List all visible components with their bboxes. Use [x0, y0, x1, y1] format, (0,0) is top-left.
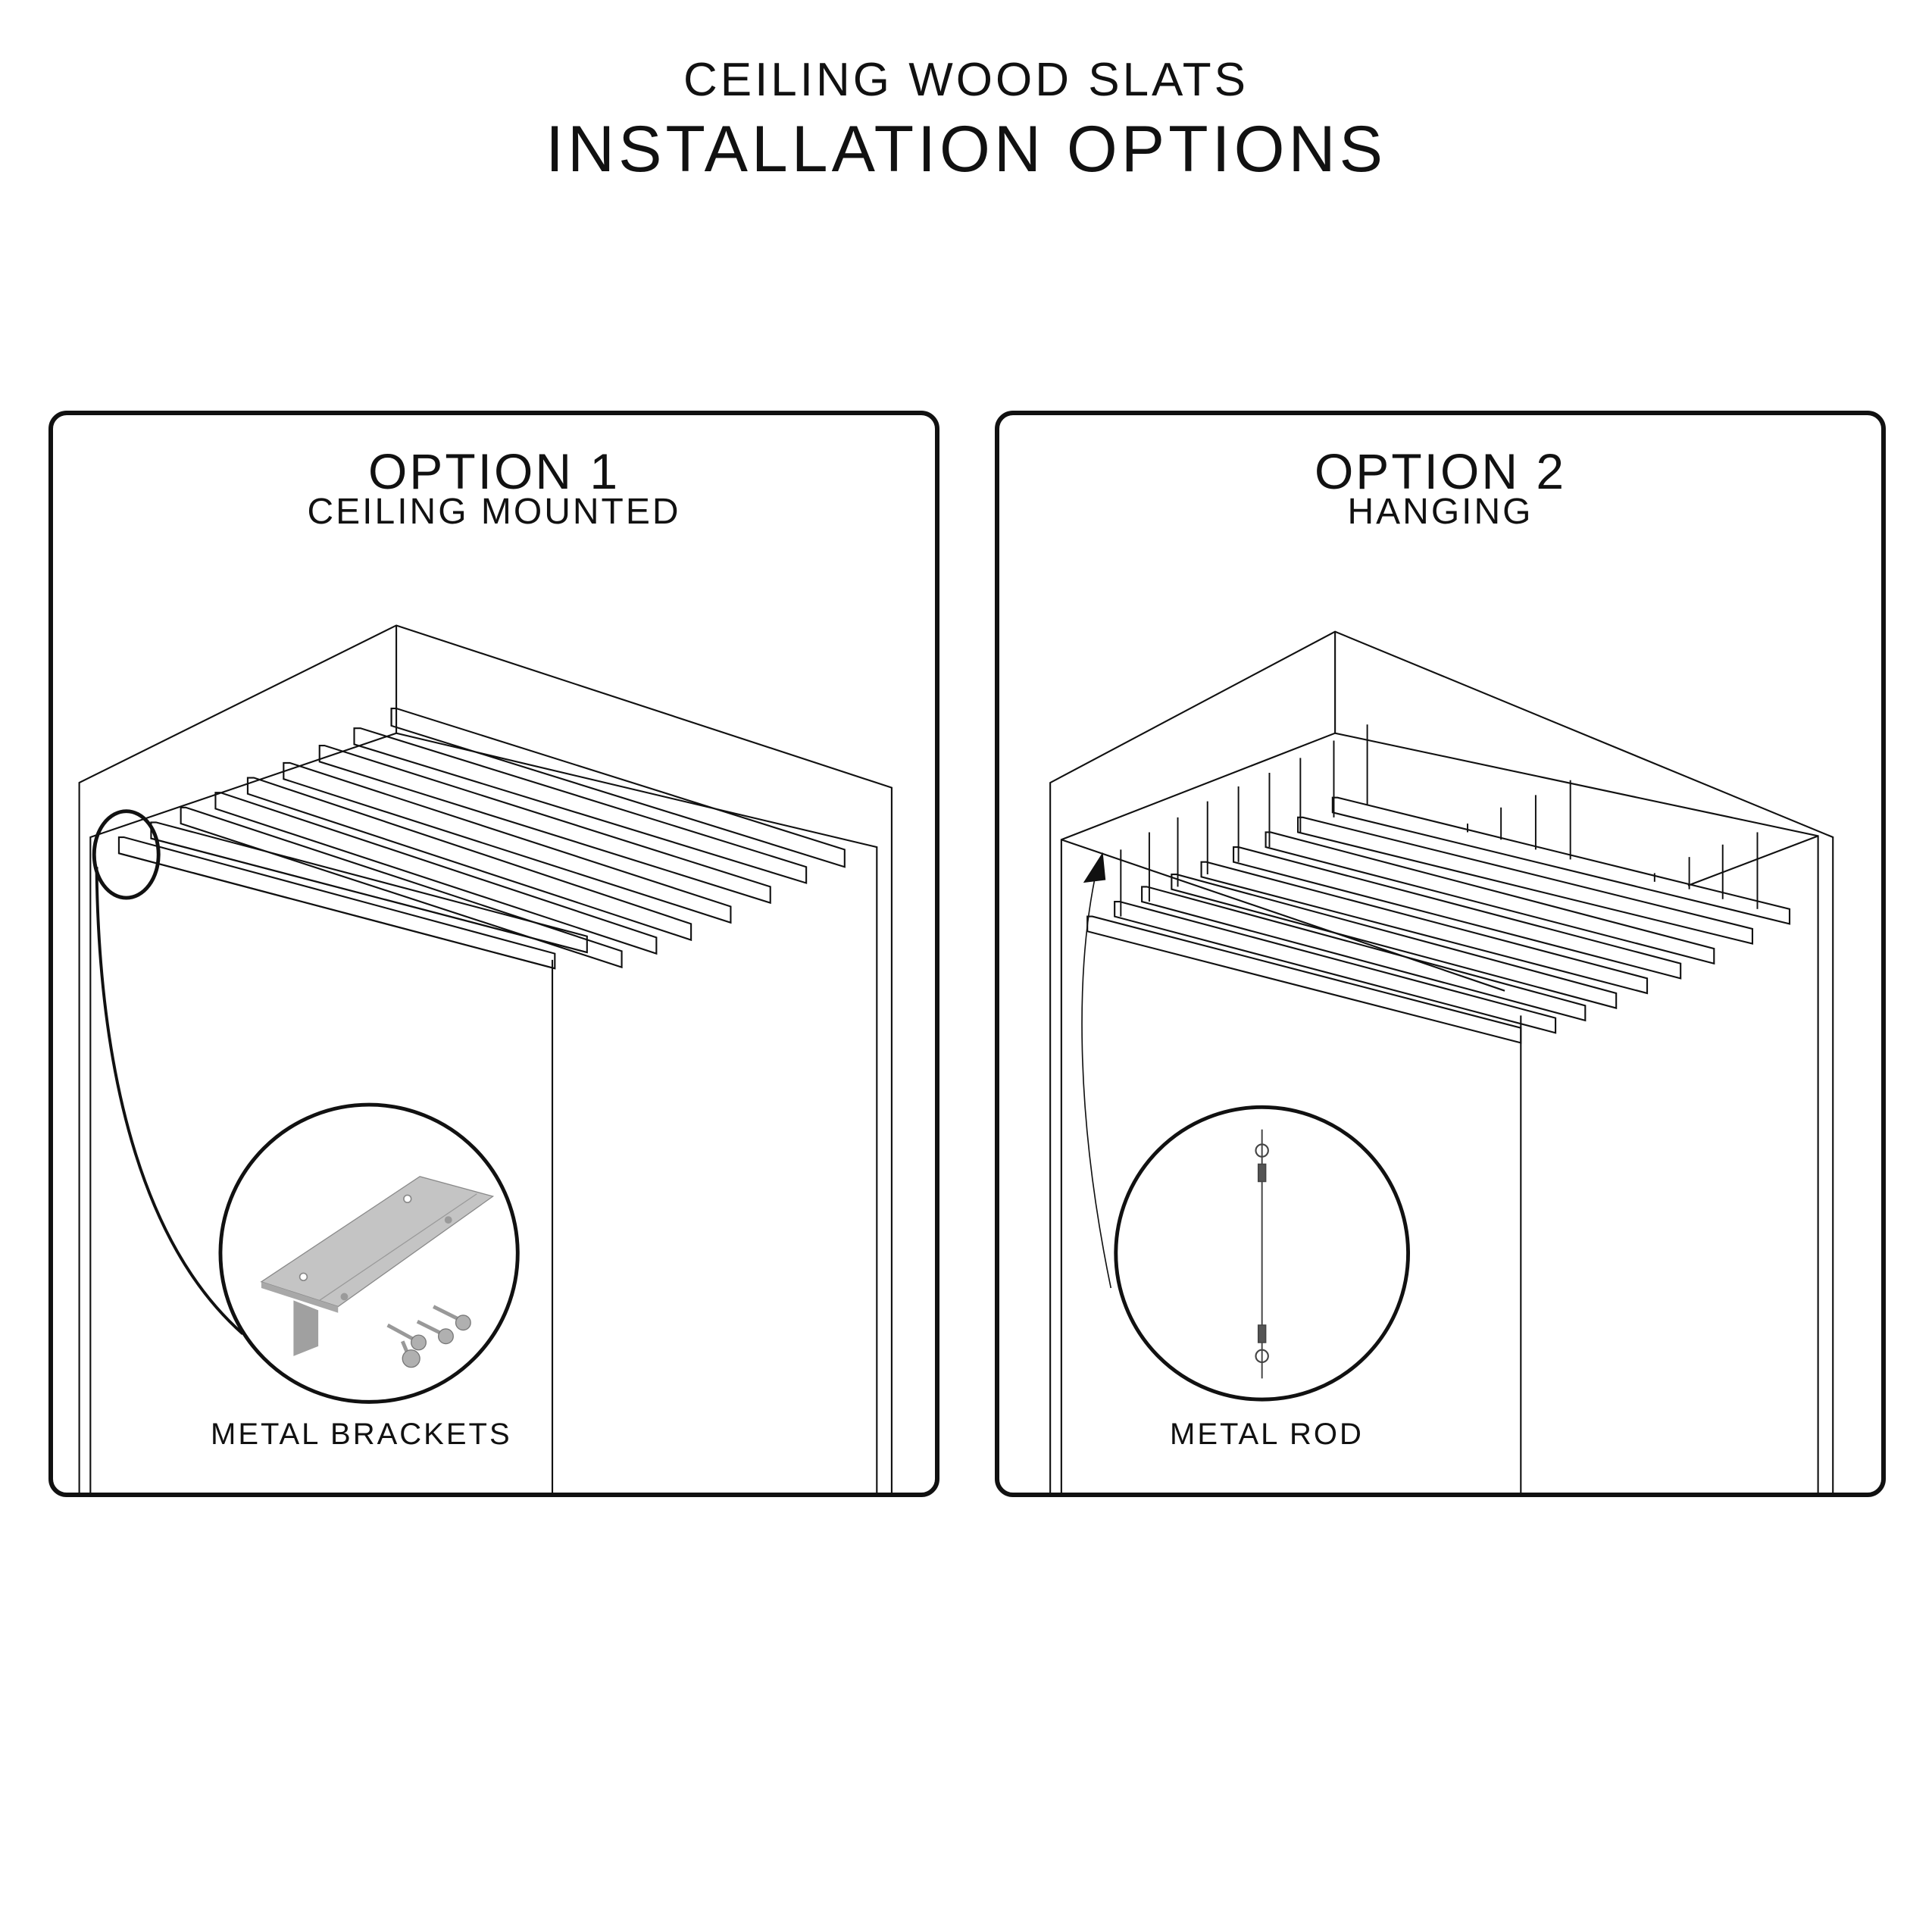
diagram-subtitle: CEILING WOOD SLATS — [683, 54, 1249, 106]
option-1-detail-label: METAL BRACKETS — [211, 1418, 512, 1451]
option-2-detail-label: METAL ROD — [1170, 1418, 1364, 1451]
option-2-panel: OPTION 2 HANGING METAL ROD — [995, 411, 1886, 1497]
option-1-panel: OPTION 1 CEILING MOUNTED METAL BRACKETS — [48, 411, 939, 1497]
option-1-title: OPTION 1 — [367, 443, 621, 499]
option-2-title: OPTION 2 — [1314, 443, 1567, 499]
diagram-title: INSTALLATION OPTIONS — [546, 113, 1386, 186]
option-2-subtitle: HANGING — [1347, 492, 1533, 532]
option-1-subtitle: CEILING MOUNTED — [307, 492, 681, 532]
